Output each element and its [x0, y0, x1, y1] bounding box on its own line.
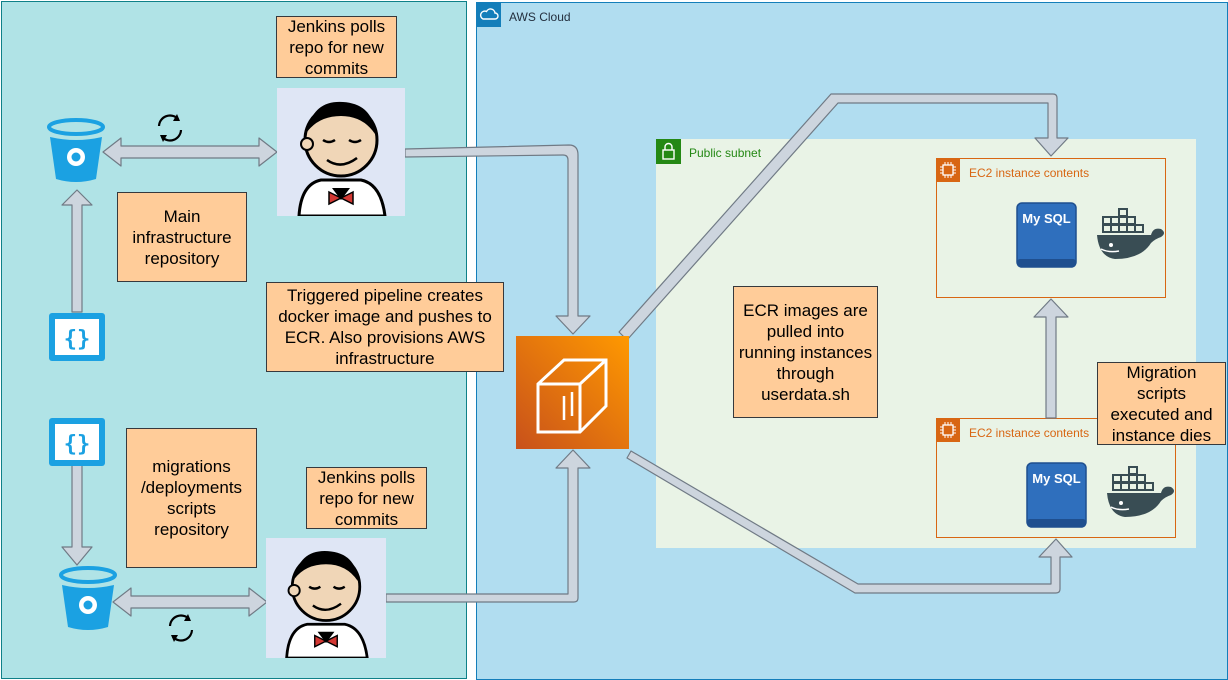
ecr-icon: [516, 336, 629, 449]
public-subnet-title: Public subnet: [689, 146, 762, 160]
ec2-instance-top: [936, 158, 1166, 298]
arrow-jenkins-to-ecr-bottom: [385, 449, 591, 603]
jenkins-icon: [266, 538, 386, 660]
note-migrations-repository: migrations /deployments scripts reposito…: [126, 428, 257, 568]
mysql-label: My SQL: [1022, 211, 1071, 226]
lock-icon: [656, 139, 681, 164]
down-arrow-migrations: [61, 464, 93, 566]
docker-icon: [1105, 463, 1177, 519]
note-ecr-images-pulled: ECR images are pulled into running insta…: [733, 286, 878, 418]
aws-cloud-title: AWS Cloud: [509, 10, 571, 24]
up-arrow-main-repo: [61, 189, 93, 313]
mysql-label: My SQL: [1032, 471, 1081, 486]
json-file-icon: {}: [47, 311, 107, 363]
arrow-jenkins-to-ecr-top: [404, 144, 591, 335]
arrow-ecr-to-ec2-bottom: [626, 450, 1073, 594]
sync-icon: [164, 611, 198, 645]
docker-icon: [1095, 205, 1167, 261]
svg-text:{}: {}: [64, 432, 91, 457]
jenkins-icon: [277, 88, 405, 218]
repository-bucket-icon: [46, 117, 106, 187]
note-main-infrastructure-repository: Main infrastructure repository: [117, 192, 247, 282]
repository-bucket-icon: [58, 565, 118, 635]
mysql-icon: [1026, 462, 1087, 528]
note-migration-scripts-executed: Migration scripts executed and instance …: [1097, 362, 1226, 445]
sync-icon: [153, 111, 187, 145]
arrow-ec2-bottom-to-top: [1033, 298, 1069, 419]
note-jenkins-polls-top: Jenkins polls repo for new commits: [276, 16, 397, 78]
ec2-chip-icon: [936, 418, 960, 442]
json-file-icon: {}: [47, 416, 107, 468]
arrow-ecr-to-ec2-top: [618, 93, 1069, 341]
ec2-chip-icon: [936, 158, 960, 182]
mysql-icon: [1016, 202, 1077, 268]
double-arrow-top: [102, 137, 278, 167]
aws-cloud-icon: [477, 3, 501, 27]
ec2-top-title: EC2 instance contents: [969, 166, 1090, 180]
note-jenkins-polls-bottom: Jenkins polls repo for new commits: [306, 467, 427, 529]
note-triggered-pipeline: Triggered pipeline creates docker image …: [266, 282, 504, 372]
svg-text:{}: {}: [64, 327, 91, 352]
ec2-bottom-title: EC2 instance contents: [969, 426, 1090, 440]
